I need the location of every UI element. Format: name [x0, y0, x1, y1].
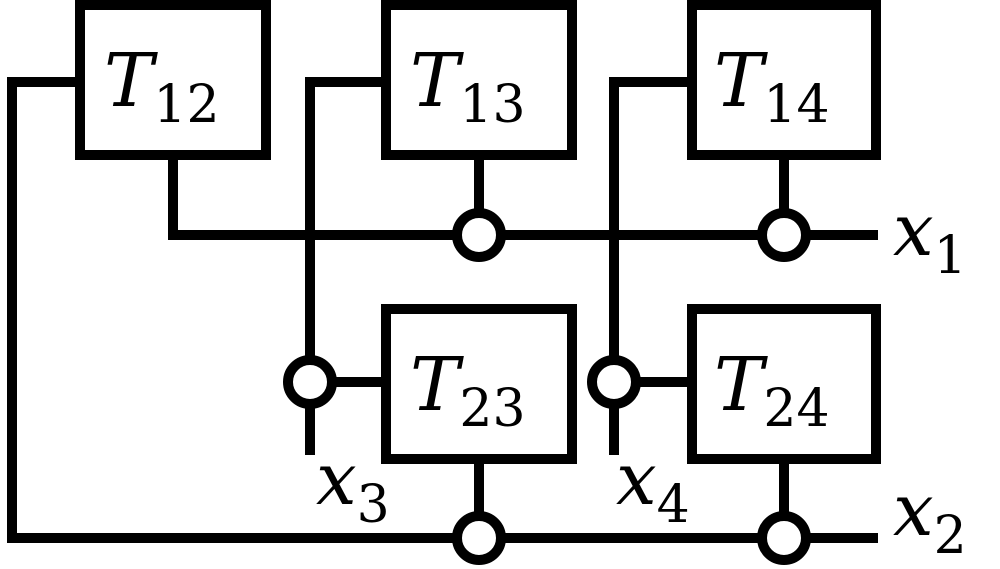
svg-text:T23: T23: [410, 342, 526, 439]
block-t12: T12: [75, 0, 271, 160]
block-t12-subscript: 12: [153, 75, 219, 135]
wire-t12-to-x1: [168, 155, 878, 240]
label-x1: x1: [893, 188, 967, 286]
wire-t12-to-x2: [7, 77, 878, 543]
block-t23: T23: [381, 304, 577, 464]
svg-text:T13: T13: [410, 38, 526, 135]
svg-text:T14: T14: [714, 38, 830, 135]
block-t14: T14: [687, 0, 881, 160]
node-t24-x4: [587, 355, 641, 409]
block-t13-symbol: T: [410, 38, 464, 124]
label-x4-subscript: 4: [657, 475, 690, 535]
label-x3-symbol: x: [316, 437, 357, 521]
node-t24-x2: [757, 511, 811, 565]
svg-text:T24: T24: [714, 342, 830, 439]
block-t13: T13: [381, 0, 577, 160]
label-x2-subscript: 2: [934, 506, 967, 566]
block-t13-subscript: 13: [459, 75, 525, 135]
block-t24-symbol: T: [714, 342, 768, 428]
wire-t13-to-x3: [305, 77, 386, 455]
label-x3: x3: [316, 437, 390, 535]
block-t24-subscript: 24: [763, 379, 829, 439]
label-x4: x4: [616, 437, 690, 535]
svg-text:T12: T12: [104, 38, 220, 135]
block-t14-subscript: 14: [763, 75, 829, 135]
label-x2-symbol: x: [893, 468, 934, 552]
label-x4-symbol: x: [616, 437, 657, 521]
node-t23-x3: [283, 355, 337, 409]
label-x1-subscript: 1: [934, 226, 967, 286]
block-t24: T24: [687, 304, 881, 464]
wire-t14-to-x4: [609, 77, 692, 455]
label-x3-subscript: 3: [357, 475, 390, 535]
node-t23-x2: [452, 511, 506, 565]
node-t14-x1: [757, 208, 811, 262]
label-x1-symbol: x: [893, 188, 934, 272]
block-t12-symbol: T: [104, 38, 158, 124]
block-t14-symbol: T: [714, 38, 768, 124]
block-t23-subscript: 23: [459, 379, 525, 439]
block-t23-symbol: T: [410, 342, 464, 428]
label-x2: x2: [893, 468, 967, 566]
node-t13-x1: [452, 208, 506, 262]
